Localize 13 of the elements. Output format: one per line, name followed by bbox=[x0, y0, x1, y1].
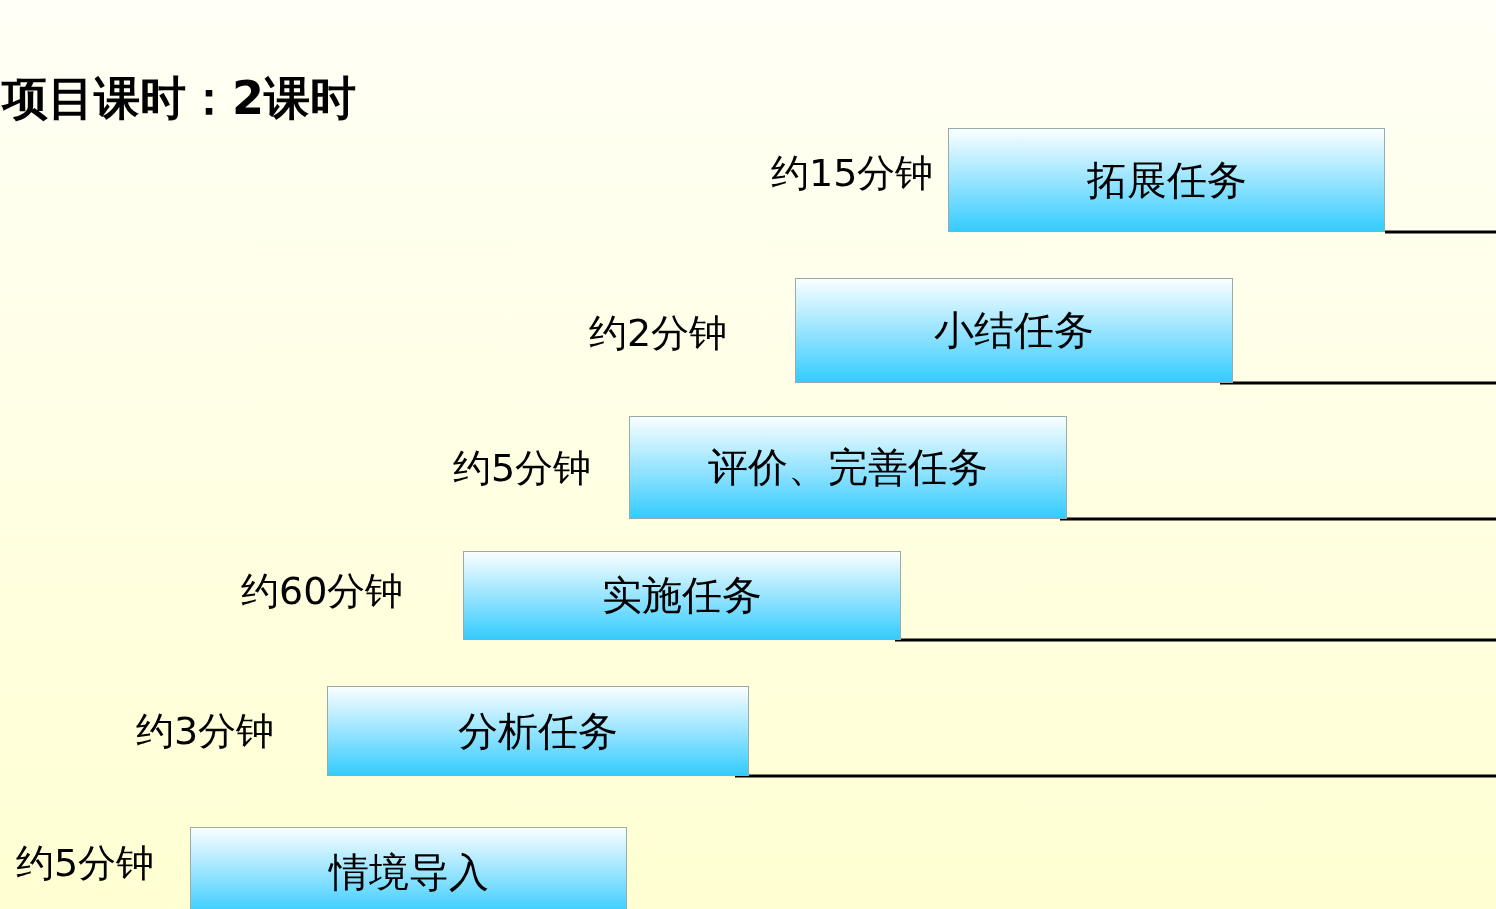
task-label: 实施任务 bbox=[602, 571, 762, 620]
duration-label: 约60分钟 bbox=[241, 567, 404, 615]
duration-label: 约5分钟 bbox=[16, 839, 155, 887]
duration-label: 约5分钟 bbox=[453, 444, 592, 492]
title: 项目课时：2课时 bbox=[2, 70, 356, 127]
task-label: 拓展任务 bbox=[1086, 155, 1247, 205]
task-label: 小结任务 bbox=[934, 306, 1094, 355]
duration-label: 约15分钟 bbox=[771, 149, 934, 197]
duration-label: 约3分钟 bbox=[136, 707, 275, 755]
task-label: 评价、完善任务 bbox=[708, 443, 988, 492]
duration-label: 约2分钟 bbox=[589, 309, 728, 357]
task-label: 情境导入 bbox=[328, 847, 489, 897]
task-label: 分析任务 bbox=[458, 706, 618, 756]
